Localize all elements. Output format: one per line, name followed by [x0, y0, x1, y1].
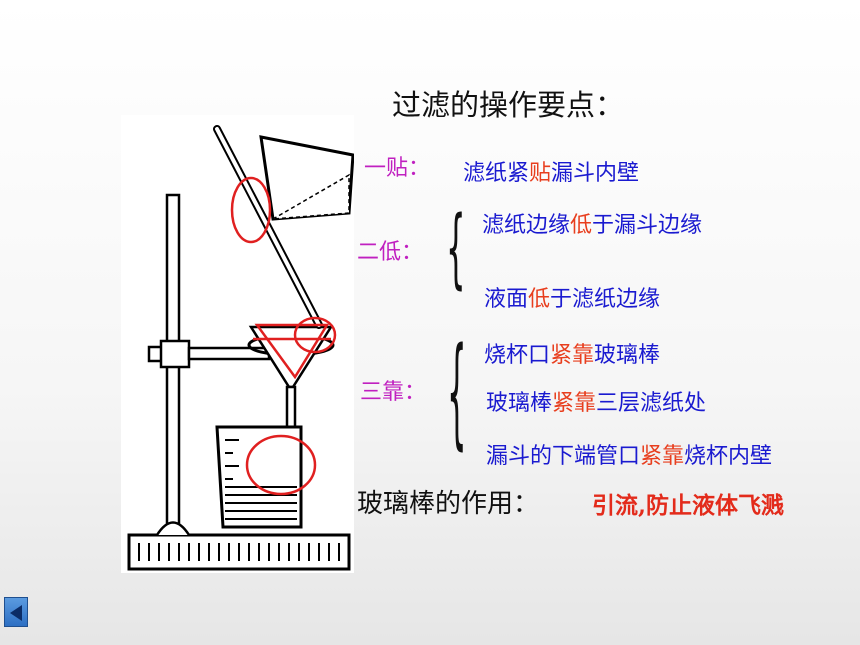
low-item-1-emphasis: 低 — [570, 213, 593, 238]
kao-item-2-text-after: 三层滤纸处 — [596, 391, 707, 416]
low-item-2: 液面低于滤纸边缘 — [484, 281, 660, 313]
kao-item-1: 烧杯口紧靠玻璃棒 — [484, 337, 660, 369]
kao-item-1-text: 烧杯口 — [484, 343, 551, 368]
low-item-2-emphasis: 低 — [528, 287, 551, 312]
low-brace: { — [446, 198, 466, 299]
kao-item-3-text: 漏斗的下端管口 — [486, 444, 641, 469]
filtration-apparatus-figure — [121, 115, 355, 573]
triangle-left-icon — [10, 605, 22, 621]
kao-item-1-text-after: 玻璃棒 — [594, 343, 661, 368]
rod-role-label: 玻璃棒的作用： — [357, 489, 540, 519]
pouring-liquid — [272, 173, 350, 220]
tie-item-emphasis: 贴 — [529, 161, 552, 186]
base-pattern — [138, 543, 340, 561]
previous-slide-button[interactable] — [4, 597, 28, 627]
clamp-holder — [159, 339, 191, 369]
kao-item-1-emphasis: 紧靠 — [550, 343, 595, 368]
beaker-graduations — [225, 439, 239, 480]
tie-label: 一贴： — [364, 156, 431, 181]
marker-stem-beaker-wall — [245, 434, 317, 496]
kao-brace: { — [447, 323, 467, 463]
low-item-1-text: 滤纸边缘 — [482, 213, 571, 238]
slide-title: 过滤的操作要点： — [392, 88, 625, 122]
tie-item-text: 滤纸紧 — [463, 161, 530, 186]
kao-item-2-emphasis: 紧靠 — [552, 391, 597, 416]
stand-base — [127, 533, 351, 571]
stand-foot — [155, 521, 191, 536]
low-label: 二低： — [357, 240, 424, 265]
kao-item-3-text-after: 烧杯内壁 — [684, 444, 773, 469]
rod-role-value: 引流,防止液体飞溅 — [592, 492, 785, 519]
marker-rod-beaker — [230, 176, 272, 244]
kao-item-3: 漏斗的下端管口紧靠烧杯内壁 — [486, 438, 772, 470]
tie-item-text-after: 漏斗内壁 — [551, 161, 640, 186]
low-item-2-text: 液面 — [484, 287, 529, 312]
kao-item-2-text: 玻璃棒 — [486, 391, 553, 416]
marker-rod-three-layers — [293, 316, 337, 354]
low-item-1: 滤纸边缘低于漏斗边缘 — [482, 207, 702, 239]
low-item-2-text-after: 于滤纸边缘 — [550, 287, 661, 312]
low-item-1-text-after: 于漏斗边缘 — [592, 213, 703, 238]
kao-item-2: 玻璃棒紧靠三层滤纸处 — [486, 385, 706, 417]
tie-item: 滤纸紧贴漏斗内壁 — [463, 155, 639, 187]
filtration-apparatus-svg — [127, 125, 355, 571]
kao-label: 三靠： — [360, 380, 427, 405]
kao-item-3-emphasis: 紧靠 — [640, 444, 685, 469]
